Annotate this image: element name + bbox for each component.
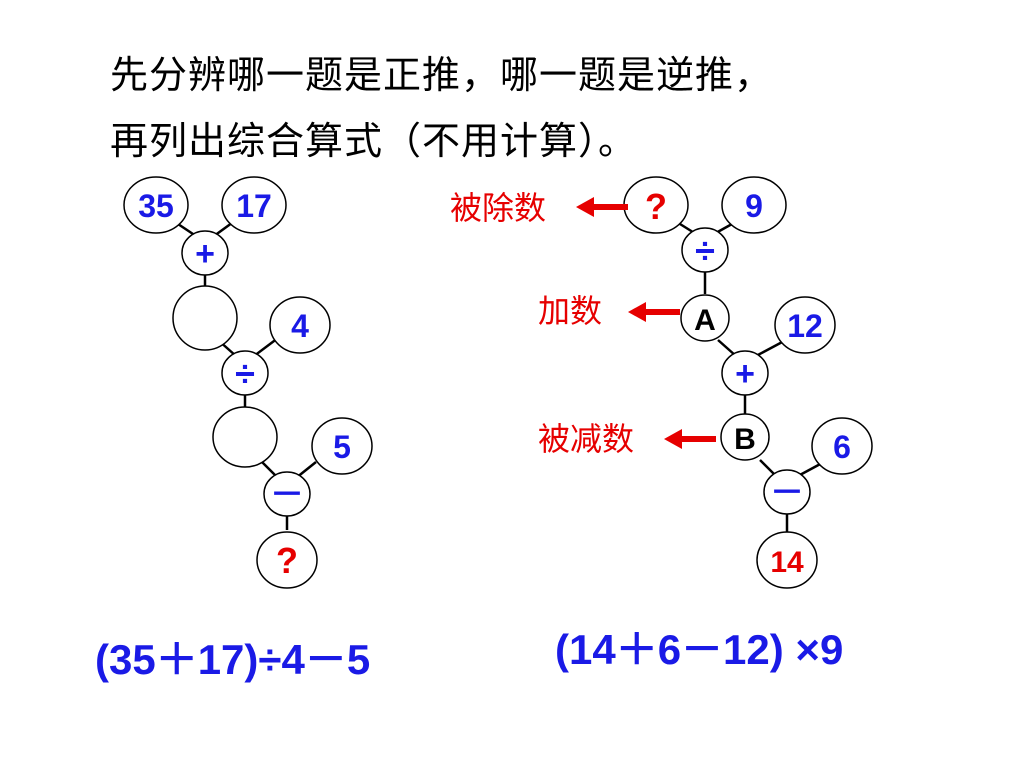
op-plus-node: [721, 350, 769, 396]
op-minus-node: [263, 471, 311, 517]
instruction-line-2: 再列出综合算式（不用计算）。: [110, 119, 638, 163]
node-6: [811, 417, 873, 475]
instruction-line-1: 先分辨哪一题是正推，哪一题是逆推，: [110, 53, 774, 97]
op-divide-node: [681, 227, 729, 273]
op-divide-node: [221, 350, 269, 396]
node-17: [221, 176, 287, 234]
arrow-left-icon: [628, 302, 680, 322]
node-4: [269, 296, 331, 354]
dividend-question-mark: ?: [645, 186, 667, 227]
result-question-mark: ?: [276, 540, 298, 581]
value-9: 9: [745, 188, 763, 224]
value-6: 6: [833, 429, 851, 465]
right-tree-nodes: [623, 176, 873, 589]
arrow-left-icon: [664, 429, 716, 449]
value-14: 14: [770, 546, 804, 579]
node-b: [720, 413, 770, 461]
letter-a: A: [694, 304, 716, 337]
formula-left: (35＋17)÷4－5: [95, 636, 371, 683]
minus-symbol: －: [270, 476, 304, 514]
op-minus-node: [763, 469, 811, 515]
value-17: 17: [236, 188, 272, 224]
edge: [759, 459, 777, 477]
node-a: [680, 294, 730, 342]
left-tree-nodes: [123, 176, 373, 589]
value-5: 5: [333, 429, 351, 465]
divide-symbol: ÷: [235, 353, 255, 394]
value-35: 35: [138, 188, 174, 224]
value-4: 4: [291, 308, 309, 344]
blank-node-1: [172, 285, 238, 351]
edge: [253, 337, 279, 357]
label-dividend: 被除数: [450, 189, 546, 227]
red-labels: 被除数 加数 被减数: [450, 189, 634, 458]
divide-symbol: ÷: [695, 230, 715, 271]
red-arrows: [576, 197, 716, 449]
label-minuend: 被减数: [538, 420, 634, 458]
formula-right: (14＋6－12) ×9: [555, 626, 844, 673]
op-plus-node: [181, 230, 229, 276]
plus-symbol: +: [735, 355, 755, 393]
node-5: [311, 417, 373, 475]
minus-symbol: －: [770, 474, 804, 512]
arrow-left-icon: [576, 197, 628, 217]
blank-node-2: [212, 406, 278, 468]
node-12: [774, 296, 836, 354]
node-35: [123, 176, 189, 234]
result-node: [256, 531, 318, 589]
node-9: [721, 176, 787, 234]
left-tree-labels: 35 17 + 4 ÷ 5 － ?: [138, 188, 351, 581]
letter-b: B: [734, 423, 756, 456]
plus-symbol: +: [195, 235, 215, 273]
value-12: 12: [787, 308, 823, 344]
label-addend: 加数: [538, 292, 602, 330]
node-14: [756, 531, 818, 589]
right-tree-labels: ? 9 ÷ A 12 + B 6 － 14: [645, 186, 851, 579]
